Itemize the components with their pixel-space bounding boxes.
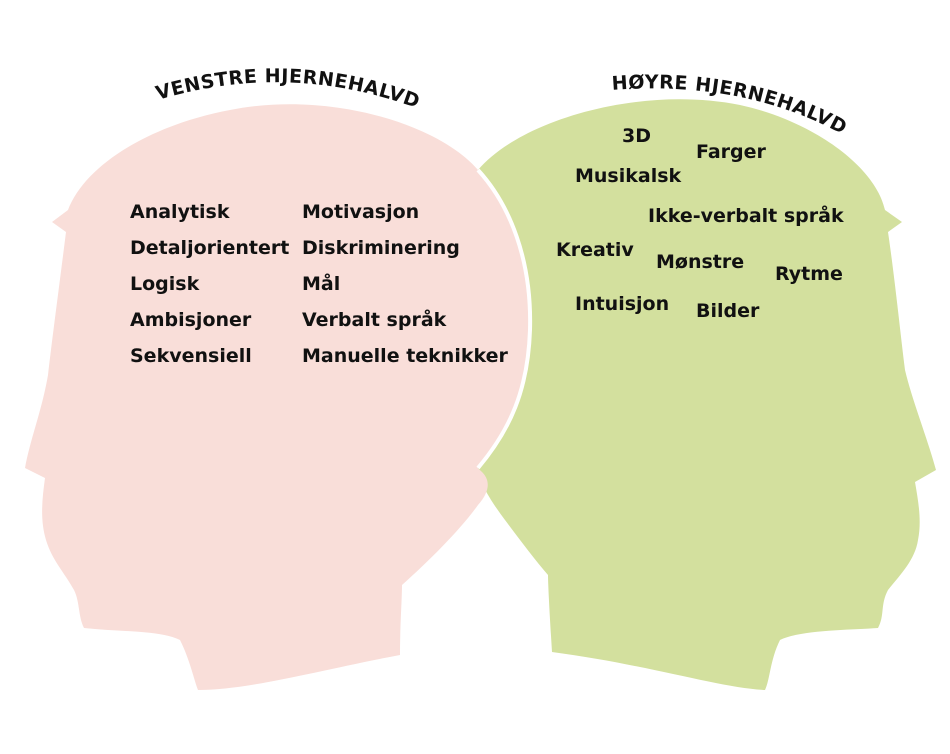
right-trait: Rytme	[775, 263, 843, 285]
left-trait: Mål	[302, 271, 340, 295]
right-trait: Farger	[696, 141, 767, 163]
right-trait: Ikke-verbalt språk	[648, 203, 844, 227]
left-hemisphere-title: VENSTRE HJERNEHALVDEL	[0, 0, 423, 113]
right-trait: Musikalsk	[575, 165, 682, 187]
right-trait: Mønstre	[656, 251, 744, 273]
left-trait: Logisk	[130, 273, 200, 295]
left-trait: Analytisk	[130, 201, 230, 223]
right-trait: Bilder	[696, 300, 760, 322]
left-trait: Motivasjon	[302, 201, 419, 223]
right-trait: Kreativ	[556, 239, 634, 261]
left-trait: Sekvensiell	[130, 345, 252, 367]
left-trait: Manuelle teknikker	[302, 345, 508, 367]
hemisphere-divider	[476, 168, 533, 470]
left-head-silhouette	[25, 104, 531, 690]
right-trait: Intuisjon	[575, 293, 669, 315]
right-head-silhouette	[478, 99, 936, 690]
left-trait: Diskriminering	[302, 237, 460, 259]
right-trait: 3D	[622, 125, 651, 147]
left-trait: Detaljorientert	[130, 237, 289, 259]
left-trait: Verbalt språk	[302, 307, 447, 331]
left-trait: Ambisjoner	[130, 309, 252, 331]
